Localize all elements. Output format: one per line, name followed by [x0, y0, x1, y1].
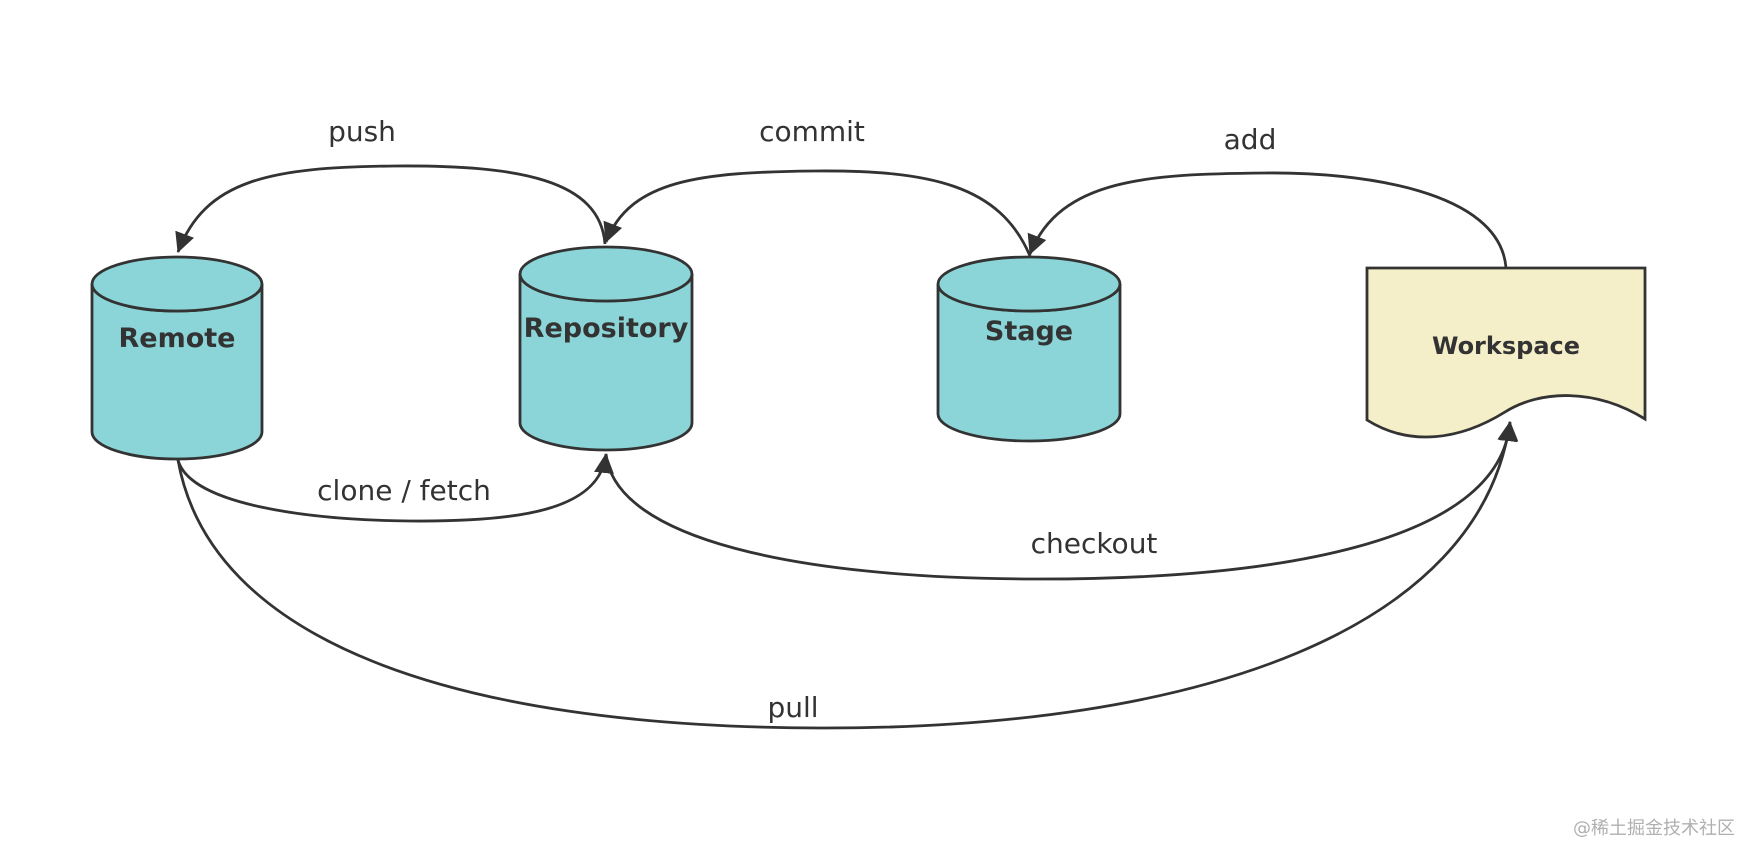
- watermark-text: @稀土掘金技术社区: [1573, 818, 1735, 839]
- node-stage: Stage: [936, 255, 1122, 443]
- edge-commit: [603, 169, 1032, 257]
- edge-pull: [176, 421, 1518, 730]
- node-label-repository: Repository: [524, 313, 689, 344]
- edge-add: [1027, 171, 1508, 269]
- node-label-stage: Stage: [985, 316, 1073, 347]
- node-remote: Remote: [90, 255, 264, 461]
- edge-label-checkout: checkout: [1031, 527, 1158, 560]
- node-workspace: Workspace: [1365, 266, 1647, 439]
- node-label-workspace: Workspace: [1432, 332, 1580, 360]
- node-label-remote: Remote: [118, 323, 235, 354]
- node-repository: Repository: [518, 245, 694, 452]
- edge-label-add: add: [1224, 123, 1277, 156]
- edge-label-pull: pull: [767, 691, 818, 724]
- edge-clone-fetch: [176, 453, 614, 523]
- edge-label-push: push: [328, 115, 396, 148]
- edge-label-commit: commit: [759, 115, 865, 148]
- edge-checkout: [604, 421, 1519, 581]
- edge-push: [175, 164, 607, 253]
- edge-label-clone-fetch: clone / fetch: [317, 474, 491, 507]
